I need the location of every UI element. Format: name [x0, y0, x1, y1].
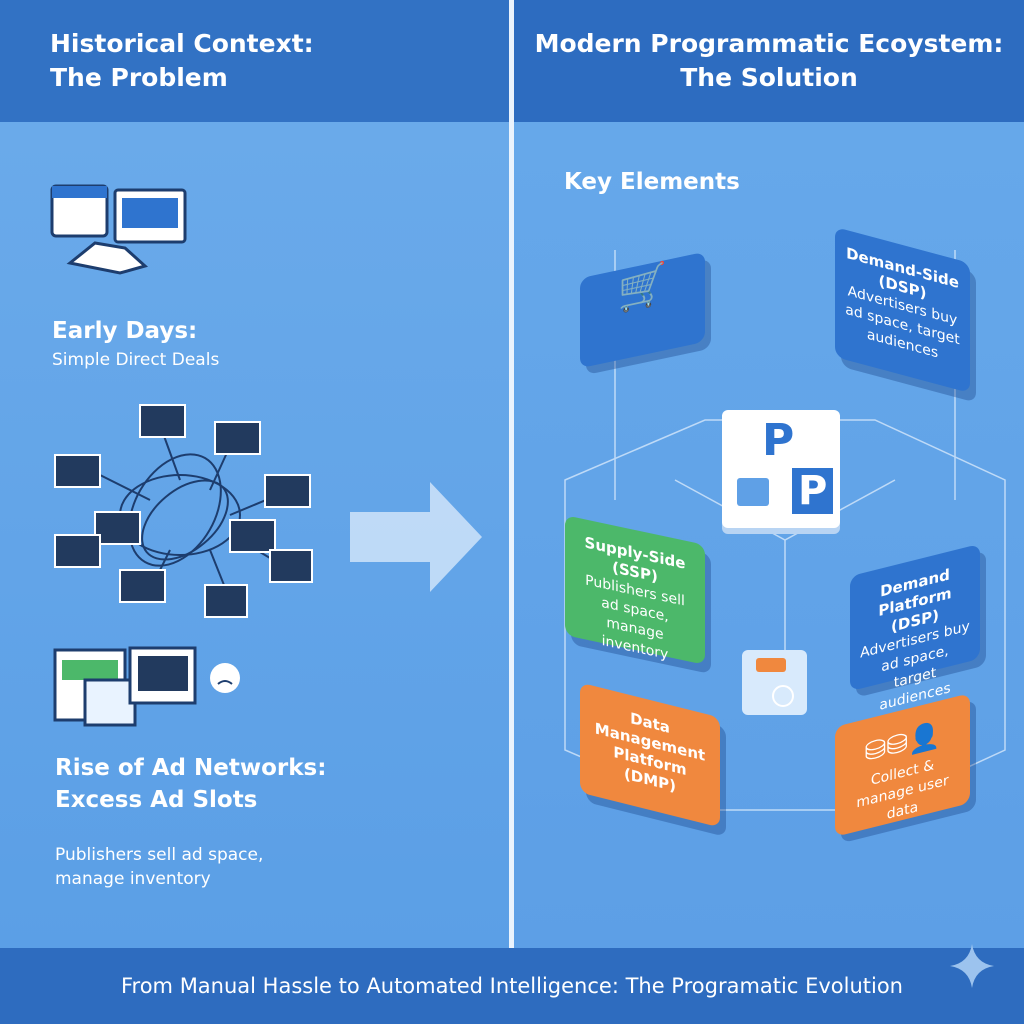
clock-icon — [772, 685, 794, 707]
sparkle-icon — [950, 944, 994, 988]
left-subtitle: The Problem — [50, 63, 228, 92]
rise-heading-line2: Excess Ad Slots — [55, 787, 258, 813]
gavel-icon — [756, 658, 786, 672]
platform-cube: P P — [722, 410, 840, 528]
publishers-text-line1: Publishers sell ad space, — [55, 845, 264, 865]
ad-networks-icon — [53, 646, 240, 727]
right-header: Modern Programmatic Ecoystem: The Soluti… — [514, 0, 1024, 122]
left-header: Historical Context: The Problem — [0, 0, 509, 122]
rise-heading-line1: Rise of Ad Networks: — [55, 755, 327, 781]
early-days-subtitle: Simple Direct Deals — [52, 350, 220, 370]
footer-banner: From Manual Hassle to Automated Intellig… — [0, 948, 1024, 1024]
right-subtitle: The Solution — [680, 63, 858, 92]
publishers-text-line2: manage inventory — [55, 869, 211, 889]
key-elements-heading: Key Elements — [564, 169, 740, 195]
right-title: Modern Programmatic Ecoystem: — [534, 29, 1004, 58]
early-days-heading: Early Days: — [52, 318, 198, 344]
footer-text: From Manual Hassle to Automated Intellig… — [120, 974, 903, 998]
auction-gavel-box — [742, 650, 807, 715]
card-title: Data Management Platform (DMP) — [594, 709, 706, 796]
cube-letter-side: P — [792, 468, 834, 514]
handshake-deal-icon — [50, 184, 187, 275]
cube-letter-top: P — [762, 415, 795, 466]
shopping-cart-icon: 🛒 — [617, 259, 668, 317]
chat-bubble-icon — [737, 478, 769, 506]
tangled-network-icon — [54, 404, 313, 618]
divider — [509, 0, 514, 948]
arrow-right-icon — [350, 482, 482, 592]
left-title: Historical Context: — [50, 29, 314, 58]
